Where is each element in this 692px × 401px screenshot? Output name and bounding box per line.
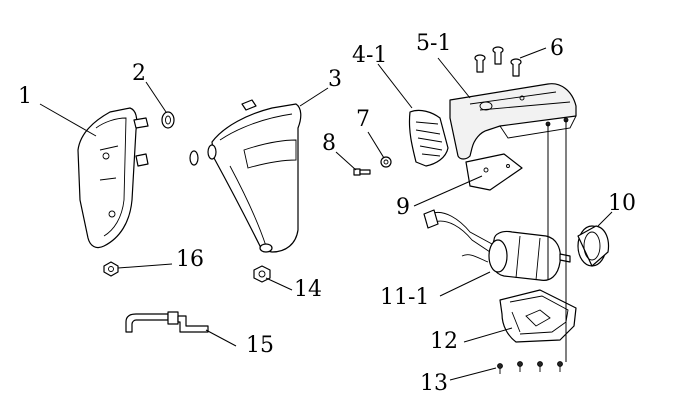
part-2-grommet [161,111,175,129]
callout-16: 16 [176,247,204,272]
callout-2: 2 [132,61,146,86]
part-14-nut [253,265,271,283]
callout-14: 14 [294,277,322,302]
callout-15: 15 [246,333,274,358]
part-9-plate [465,153,523,191]
callout-4-1: 4-1 [352,43,387,68]
callout-13: 13 [420,371,448,396]
part-6-bolts [474,46,522,77]
assembly-lines [547,120,567,362]
callout-1: 1 [18,84,32,109]
part-11-1-canister [423,209,571,281]
callout-12: 12 [430,329,458,354]
part-3-air-box-cover [189,99,302,253]
callout-9: 9 [396,195,410,220]
callout-10: 10 [608,191,636,216]
part-1-left-cover [77,107,149,249]
part-7-washer [380,156,392,168]
part-10-band [577,225,610,267]
part-12-lower-tray [499,289,577,343]
part-15-breather-hose [125,311,209,333]
callout-11-1: 11-1 [380,285,429,310]
leader-lines [39,47,613,381]
callout-3: 3 [328,67,342,92]
callout-8: 8 [322,131,336,156]
callout-6: 6 [550,36,564,61]
callout-labels: 1 2 3 4-1 5-1 6 7 8 9 10 11-1 12 13 14 1… [18,31,636,396]
callout-5-1: 5-1 [416,31,451,56]
part-8-bolt [353,168,371,176]
part-4-1-intake-grille [408,109,449,167]
part-13-screws [497,361,563,374]
callout-7: 7 [356,107,370,132]
part-16-nut [103,261,119,277]
part-5-1-upper-bracket [449,83,577,160]
